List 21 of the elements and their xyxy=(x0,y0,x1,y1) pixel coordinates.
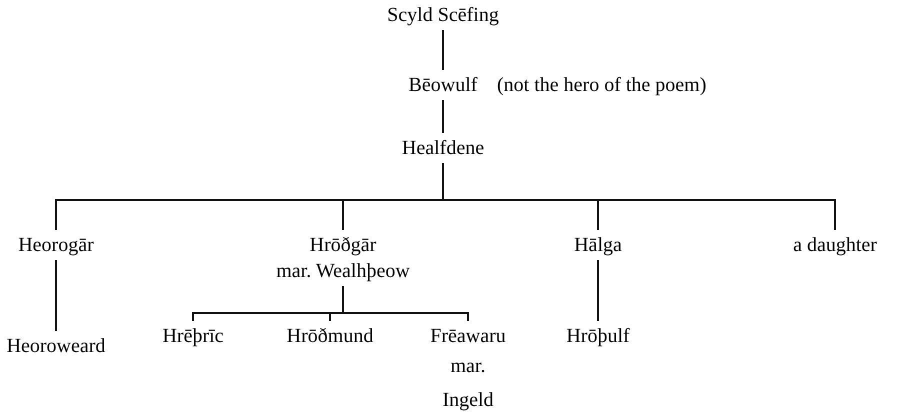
marriage-note: mar. Wealhþeow xyxy=(276,259,410,284)
person-name: Healfdene xyxy=(402,136,484,161)
tree-line xyxy=(442,30,444,70)
person-name: Scyld Scēfing xyxy=(387,3,499,28)
person-name: Hrōðmund xyxy=(286,324,374,349)
person-name: Hrōþulf xyxy=(566,324,630,349)
person-name: a daughter xyxy=(793,233,877,258)
marriage-note: mar. Ingeld xyxy=(441,354,495,413)
person-name: Bēowulf xyxy=(408,73,478,98)
tree-line xyxy=(342,286,469,321)
person-name: Hrōðgār xyxy=(310,233,376,258)
tree-line xyxy=(597,260,599,321)
person-name: Frēawaru xyxy=(430,324,506,349)
tree-line xyxy=(442,163,836,230)
person-name: Hālga xyxy=(574,233,622,258)
tree-line xyxy=(55,260,57,331)
person-name: Heorogār xyxy=(18,233,94,258)
note: (not the hero of the poem) xyxy=(497,73,706,98)
person-name: Hrēþrīc xyxy=(162,324,224,349)
tree-line xyxy=(442,100,444,133)
person-name: Heoroweard xyxy=(6,334,106,359)
